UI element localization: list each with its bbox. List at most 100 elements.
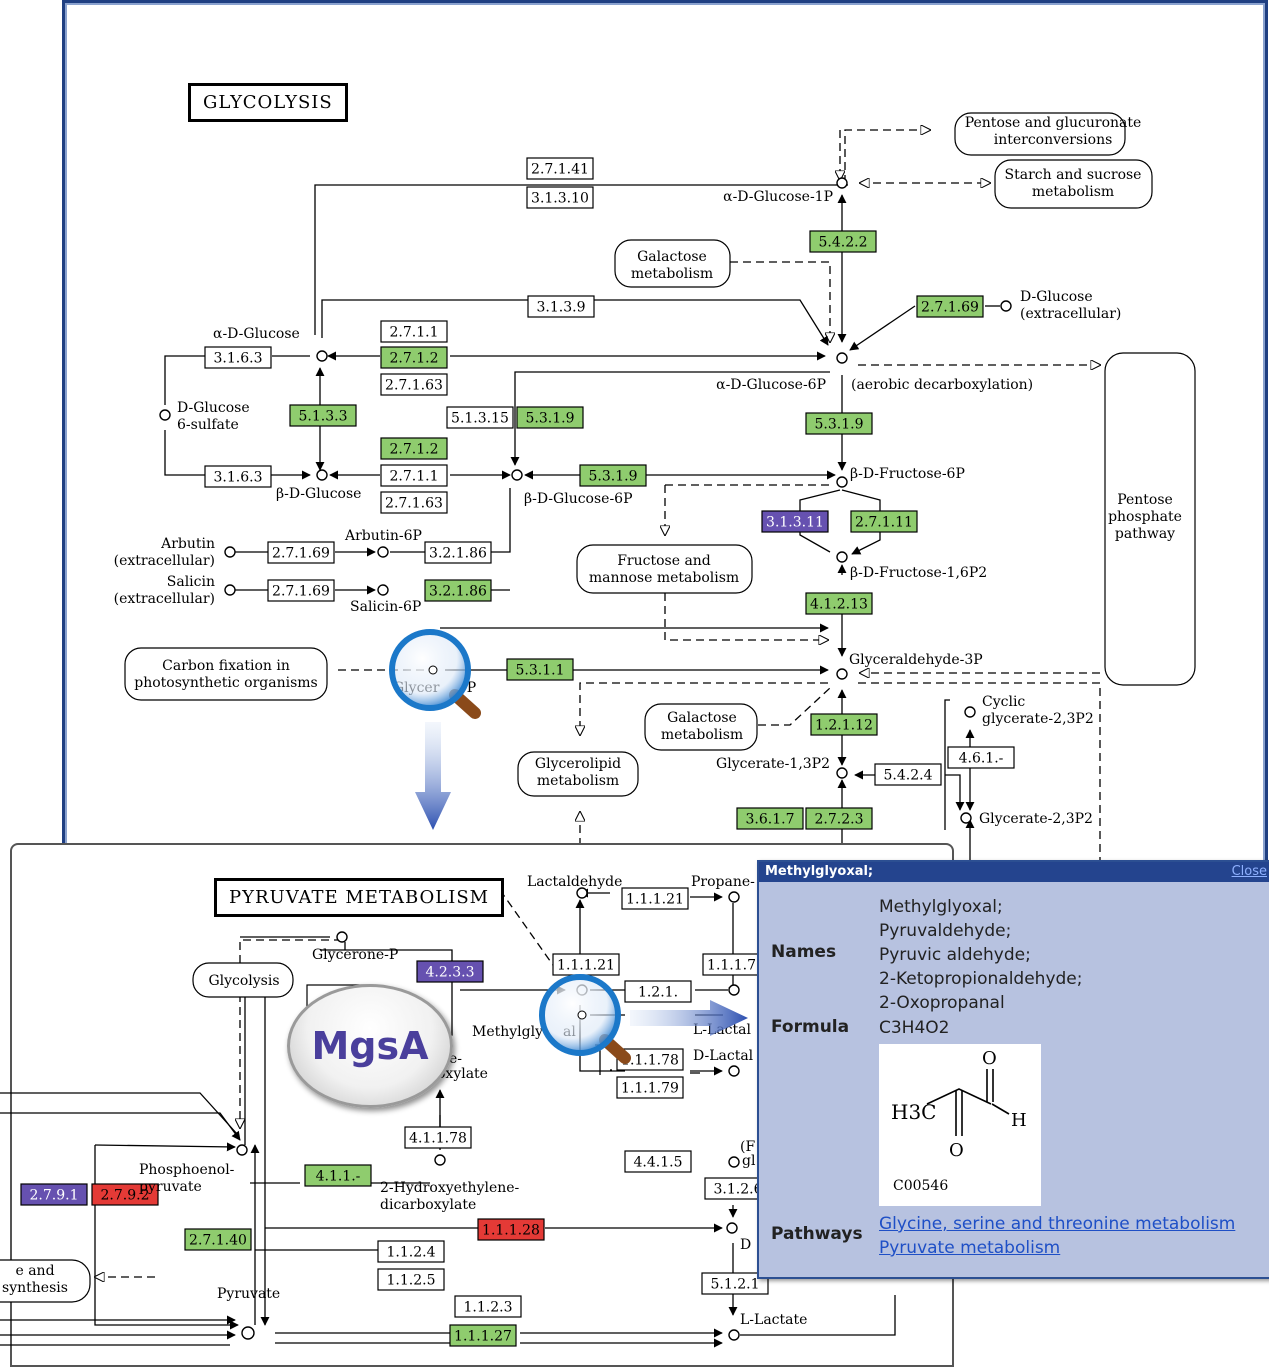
glycolysis-enzyme-box[interactable] <box>424 541 492 564</box>
glycolysis-compound-a-glucose-1p[interactable]: α-D-Glucose-1P <box>723 189 833 205</box>
glycolysis-enzyme-box[interactable] <box>380 346 448 369</box>
pyruvate-enzyme-box[interactable] <box>449 1324 517 1347</box>
glycolysis-enzyme-box[interactable] <box>579 464 647 487</box>
pyruvate-compound-l-lactate[interactable]: L-Lactate <box>740 1312 807 1328</box>
pyruvate-enzyme-box[interactable] <box>624 1150 692 1173</box>
glycolysis-enzyme-box[interactable] <box>850 510 918 533</box>
glycolysis-pathway-box-glycerolipid[interactable] <box>517 751 639 797</box>
glycolysis-enzyme-box[interactable] <box>380 320 448 343</box>
pyruvate-enzyme-box[interactable] <box>477 1218 545 1241</box>
pyruvate-compound-phosphoenolpyruvate[interactable]: pyruvate <box>139 1179 202 1195</box>
popup-close-button[interactable]: Close <box>1231 864 1267 879</box>
glycolysis-compound-cyclic-glycerate[interactable]: glycerate-2,3P2 <box>982 711 1094 727</box>
glycolysis-enzyme-box[interactable] <box>380 437 448 460</box>
magnifier-icon[interactable] <box>535 970 645 1080</box>
pyruvate-compound-lactaldehyde[interactable]: Lactaldehyde <box>527 874 622 890</box>
glycolysis-compound-b-fructose-6p[interactable]: β-D-Fructose-6P <box>850 466 965 482</box>
pyruvate-enzyme-box[interactable] <box>621 887 689 910</box>
glycolysis-compound-d-glucose-6-sulfate[interactable]: D-Glucose <box>177 400 250 416</box>
pyruvate-compound-glycerone-p[interactable]: Glycerone-P <box>312 947 398 963</box>
glycolysis-compound-d-glucose-ext[interactable]: D-Glucose <box>1020 289 1093 305</box>
glycolysis-pathway-box-pentose-glucuronate[interactable] <box>954 112 1126 156</box>
glycolysis-enzyme-box[interactable] <box>805 592 873 615</box>
glycolysis-enzyme-box[interactable] <box>810 713 878 736</box>
glycolysis-compound-glycerate-13p2[interactable]: Glycerate-1,3P2 <box>716 756 830 772</box>
glycolysis-pathway-box-carbon-fixation[interactable] <box>124 647 328 701</box>
glycolysis-compound-d-glucose-ext[interactable]: (extracellular) <box>1020 306 1121 322</box>
pyruvate-enzyme-box[interactable] <box>404 1126 472 1149</box>
glycolysis-enzyme-box[interactable] <box>874 763 942 786</box>
glycolysis-enzyme-box[interactable] <box>506 658 574 681</box>
glycolysis-compound-cyclic-glycerate[interactable]: Cyclic <box>982 694 1025 710</box>
pyruvate-compound-methylglyoxal-partial-a[interactable]: Methylgly <box>472 1024 543 1040</box>
glycolysis-compound-arbutin-6p[interactable]: Arbutin-6P <box>344 528 422 544</box>
pyruvate-compound-r-partial[interactable]: (F <box>740 1139 755 1155</box>
pyruvate-pathway-box-left-partial[interactable] <box>0 1259 91 1303</box>
pathway-link[interactable]: Pyruvate metabolism <box>879 1238 1061 1258</box>
pyruvate-compound-hydroxyethylene[interactable]: 2-Hydroxyethylene- <box>380 1180 520 1196</box>
pyruvate-compound-hydroxyethylene[interactable]: dicarboxylate <box>380 1197 476 1213</box>
glycolysis-compound-salicin[interactable]: Salicin <box>167 574 215 590</box>
glycolysis-compound-salicin-6p[interactable]: Salicin-6P <box>350 599 421 615</box>
glycolysis-enzyme-box[interactable] <box>289 404 357 427</box>
pyruvate-compound-d-partial[interactable]: D <box>740 1237 751 1253</box>
pyruvate-enzyme-box[interactable] <box>304 1164 372 1187</box>
glycolysis-enzyme-box[interactable] <box>805 412 873 435</box>
glycolysis-compound-b-glucose-6p[interactable]: β-D-Glucose-6P <box>524 491 633 507</box>
glycolysis-compound-d-glucose-6-sulfate[interactable]: 6-sulfate <box>177 417 239 433</box>
glycolysis-compound-b-glucose[interactable]: β-D-Glucose <box>276 486 361 502</box>
pyruvate-enzyme-box[interactable] <box>624 980 692 1003</box>
glycolysis-enzyme-box[interactable] <box>526 186 594 209</box>
glycolysis-enzyme-box[interactable] <box>267 541 335 564</box>
pyruvate-compound-d-lactal-partial[interactable]: D-Lactal <box>693 1048 754 1064</box>
glycolysis-pathway-box-starch-sucrose[interactable] <box>994 159 1153 209</box>
glycolysis-enzyme-box[interactable] <box>204 465 272 488</box>
glycolysis-compound-arbutin[interactable]: Arbutin <box>160 536 215 552</box>
glycolysis-compound-glyceraldehyde-3p[interactable]: Glyceraldehyde-3P <box>849 652 983 668</box>
glycolysis-enzyme-box[interactable] <box>446 406 514 429</box>
glycolysis-enzyme-box[interactable] <box>805 807 873 830</box>
glycolysis-compound-glycerate-23p2[interactable]: Glycerate-2,3P2 <box>979 811 1093 827</box>
pyruvate-enzyme-box[interactable] <box>377 1240 445 1263</box>
glycolysis-pathway-box-galactose-top[interactable] <box>614 239 731 288</box>
glycolysis-enzyme-box[interactable] <box>809 230 877 253</box>
pyruvate-enzyme-box[interactable] <box>377 1268 445 1291</box>
glycolysis-compound-salicin[interactable]: (extracellular) <box>114 591 215 607</box>
glycolysis-enzyme-box[interactable] <box>380 373 448 396</box>
pyruvate-enzyme-box[interactable] <box>416 960 484 983</box>
glycolysis-compound-a-glucose[interactable]: α-D-Glucose <box>213 326 300 342</box>
pyruvate-compound-propane-partial[interactable]: Propane- <box>691 874 755 890</box>
pyruvate-enzyme-box[interactable] <box>616 1076 684 1099</box>
pyruvate-compound-gl-partial[interactable]: gl <box>742 1153 756 1169</box>
glycolysis-enzyme-box[interactable] <box>380 464 448 487</box>
glycolysis-pathway-box-galactose-mid[interactable] <box>644 703 758 751</box>
pyruvate-compound-pyruvate[interactable]: Pyruvate <box>217 1286 280 1302</box>
pyruvate-pathway-box-glycolysis[interactable] <box>192 962 294 998</box>
glycolysis-compound-aerobic[interactable]: (aerobic decarboxylation) <box>851 377 1033 393</box>
glycolysis-enzyme-box[interactable] <box>761 510 829 533</box>
glycolysis-compound-arbutin[interactable]: (extracellular) <box>114 553 215 569</box>
glycolysis-enzyme-box[interactable] <box>527 295 595 318</box>
pyruvate-enzyme-box[interactable] <box>20 1183 88 1206</box>
magnifier-icon[interactable] <box>385 625 495 735</box>
pyruvate-enzyme-box[interactable] <box>701 1272 769 1295</box>
pathway-link[interactable]: Glycine, serine and threonine metabolism <box>879 1214 1236 1234</box>
glycolysis-enzyme-box[interactable] <box>204 346 272 369</box>
pyruvate-enzyme-box[interactable] <box>616 1048 684 1071</box>
pyruvate-compound-oxylate-partial[interactable]: oxylate <box>437 1066 488 1082</box>
pyruvate-compound-phosphoenolpyruvate[interactable]: Phosphoenol- <box>139 1162 235 1178</box>
glycolysis-compound-b-fructose-16p2[interactable]: β-D-Fructose-1,6P2 <box>850 565 987 581</box>
glycolysis-enzyme-box[interactable] <box>947 746 1015 769</box>
glycolysis-pathway-box-pentose-phosphate[interactable] <box>1104 352 1196 686</box>
glycolysis-enzyme-box[interactable] <box>526 157 594 180</box>
pyruvate-enzyme-box[interactable] <box>454 1295 522 1318</box>
glycolysis-enzyme-box[interactable] <box>267 579 335 602</box>
glycolysis-enzyme-box[interactable] <box>380 491 448 514</box>
glycolysis-compound-a-glucose-6p[interactable]: α-D-Glucose-6P <box>716 377 826 393</box>
glycolysis-pathway-box-fructose-mannose[interactable] <box>576 544 753 594</box>
glycolysis-enzyme-box[interactable] <box>424 579 492 602</box>
pyruvate-enzyme-box[interactable] <box>91 1183 159 1206</box>
glycolysis-enzyme-box[interactable] <box>516 406 584 429</box>
glycolysis-enzyme-box[interactable] <box>736 807 804 830</box>
glycolysis-enzyme-box[interactable] <box>916 295 984 318</box>
